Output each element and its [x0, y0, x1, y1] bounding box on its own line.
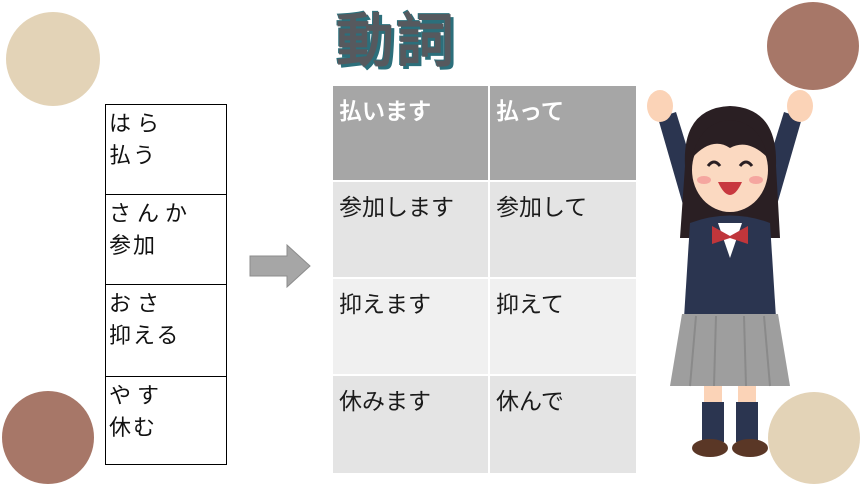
- table-cell: 休みます: [333, 376, 490, 475]
- table-cell: 休んで: [490, 376, 638, 475]
- conjugation-table: 払います 払って 参加します 参加して 抑えます 抑えて 休みます 休んで: [333, 86, 638, 475]
- student-girl-illustration: [647, 90, 813, 457]
- right-arrow-icon: [249, 244, 311, 288]
- vocab-item: はら 払う: [106, 105, 226, 195]
- table-cell: 抑えます: [333, 279, 490, 376]
- vocab-reading: おさ: [109, 292, 166, 317]
- decor-circle-bottom-left: [2, 391, 94, 484]
- vocab-word: 休む: [109, 416, 158, 441]
- decor-circle-top-left: [6, 12, 100, 106]
- slide-title: 動詞: [336, 7, 457, 75]
- vocab-reading: はら: [109, 112, 166, 137]
- table-cell: 参加します: [333, 182, 490, 279]
- table-header-cell: 払います: [333, 86, 490, 182]
- vocab-item: やす 休む: [106, 377, 226, 465]
- decor-circle-bottom-right: [768, 392, 860, 484]
- table-cell: 参加して: [490, 182, 638, 279]
- vocab-word: 抑える: [109, 324, 181, 349]
- vocab-list: はら 払う さんか 参加 おさ 抑える やす 休む: [105, 104, 227, 465]
- vocab-word: 払う: [109, 144, 158, 169]
- vocab-reading: さんか: [109, 202, 194, 227]
- vocab-word: 参加: [109, 234, 158, 259]
- vocab-item: おさ 抑える: [106, 285, 226, 377]
- vocab-reading: やす: [109, 384, 166, 409]
- table-cell: 抑えて: [490, 279, 638, 376]
- decor-circle-top-right: [767, 2, 859, 90]
- table-header-cell: 払って: [490, 86, 638, 182]
- vocab-item: さんか 参加: [106, 195, 226, 285]
